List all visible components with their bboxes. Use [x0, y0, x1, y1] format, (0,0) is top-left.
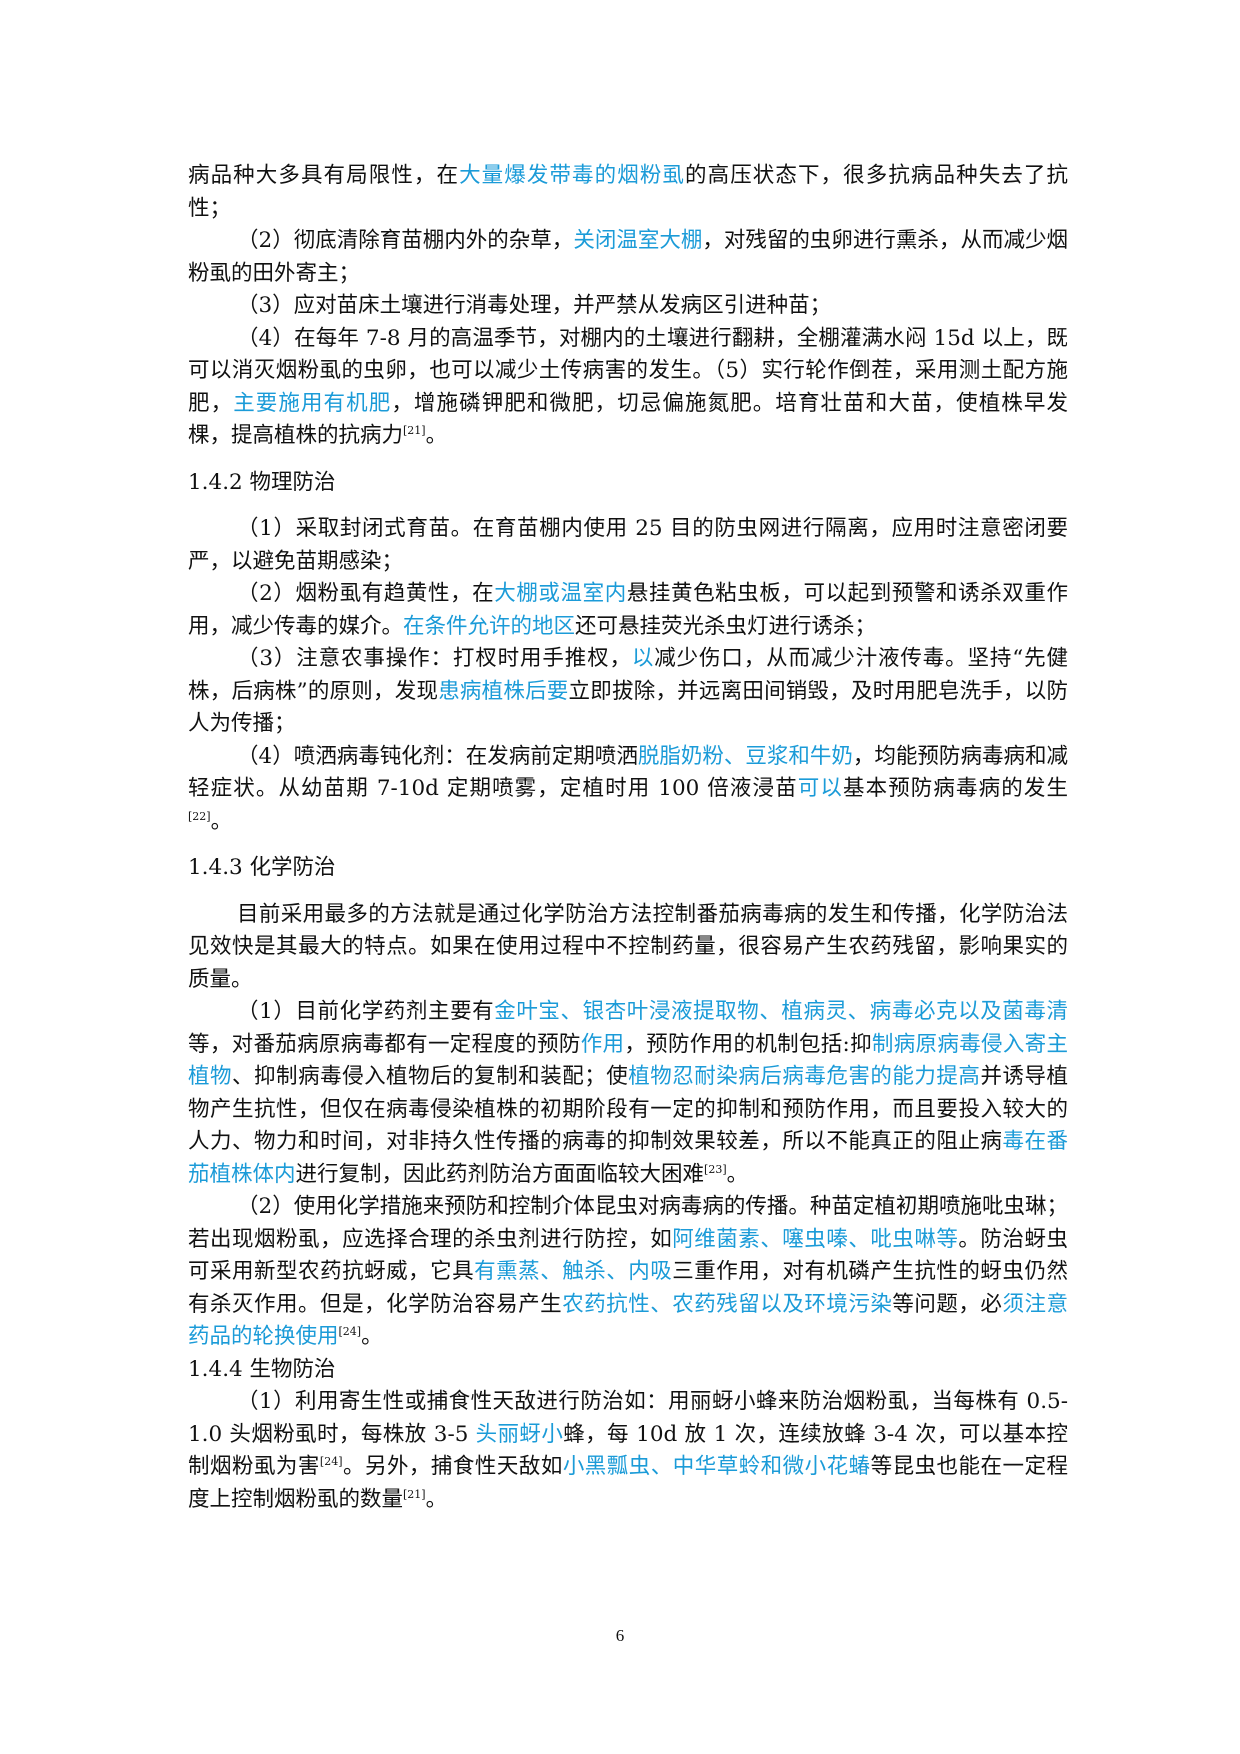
- citation: [21]: [403, 1487, 426, 1501]
- paragraph: （2）烟粉虱有趋黄性，在大棚或温室内悬挂黄色粘虫板，可以起到预警和诱杀双重作用，…: [188, 578, 1068, 643]
- text-run: ，均能预防病毒病和减轻症状。从幼苗期 7-10d 定期喷雾，定植时用 100 倍…: [188, 743, 1068, 802]
- text-run: 的高压状态下，很多抗病品种失去了抗性；: [188, 163, 1068, 221]
- text-run: 还可悬挂荧光杀虫灯进行诱杀；: [575, 613, 877, 639]
- text-run: 三重作用，对有机磷产生抗性的蚜虫仍然有杀灭作用。但是，化学防治容易产生: [188, 1259, 1068, 1317]
- text-run: 减少伤口，从而减少汁液传毒。坚持“先健株，后病株”的原则，发现: [188, 646, 1068, 704]
- text-run: （1）利用寄生性或捕食性天敌进行防治如：用丽蚜小蜂来防治烟粉虱，当每株有 0.5…: [188, 1389, 1068, 1447]
- highlighted-text: 须注意药品的轮换使用: [188, 1291, 1068, 1350]
- highlighted-text: 主要施用有机肥: [233, 390, 392, 416]
- citation: [24]: [319, 1455, 343, 1468]
- text-run: （3）应对苗床土壤进行消毒处理，并严禁从发病区引进种苗；: [237, 293, 832, 318]
- text-run: 。: [361, 1324, 383, 1349]
- text-run: （2）烟粉虱有趋黄性，在: [237, 581, 495, 606]
- text-run: 。: [425, 1486, 448, 1512]
- highlighted-text: 植物忍耐染病后病毒危害的能力提高: [628, 1064, 981, 1089]
- highlighted-text: 可以: [797, 776, 843, 801]
- highlighted-text: 在条件允许的地区: [403, 613, 576, 639]
- paragraph: 病品种大多具有局限性，在大量爆发带毒的烟粉虱的高压状态下，很多抗病品种失去了抗性…: [188, 160, 1068, 225]
- text-run: （3）注意农事操作：打杈时用手推杈，: [237, 646, 632, 671]
- highlighted-text: 关闭温室大棚: [573, 228, 703, 253]
- paragraph: 目前采用最多的方法就是通过化学防治方法控制番茄病毒病的发生和传播，化学防治法见效…: [188, 899, 1068, 997]
- text-run: 立即拔除，并远离田间销毁，及时用肥皂洗手，以防人为传播；: [188, 678, 1068, 737]
- highlighted-text: 脱脂奶粉、豆浆和牛奶: [637, 743, 853, 769]
- document-body: 病品种大多具有局限性，在大量爆发带毒的烟粉虱的高压状态下，很多抗病品种失去了抗性…: [188, 160, 1068, 1516]
- paragraph: （2）使用化学措施来预防和控制介体昆虫对病毒病的传播。种苗定植初期喷施吡虫琳；若…: [188, 1191, 1068, 1354]
- paragraph: （1）目前化学药剂主要有金叶宝、银杏叶浸液提取物、植病灵、病毒必克以及菌毒清等，…: [188, 996, 1068, 1191]
- page-number: 6: [615, 1626, 625, 1645]
- text-run: 1.4.3 化学防治: [188, 855, 336, 880]
- text-run: 病品种大多具有局限性，在: [188, 163, 460, 188]
- text-run: 。防治蚜虫可采用新型农药抗蚜威，它具: [188, 1226, 1068, 1285]
- text-run: 目前采用最多的方法就是通过化学防治方法控制番茄病毒病的发生和传播，化学防治法见效…: [188, 901, 1068, 992]
- citation: [23]: [704, 1162, 727, 1176]
- text-run: ，对残留的虫卵进行熏杀，从而减少烟粉虱的田外寄主；: [188, 228, 1068, 286]
- highlighted-text: 以: [631, 646, 655, 671]
- highlighted-text: 小黑瓢虫、中华草蛉和微小花蝽: [562, 1454, 871, 1479]
- text-run: （4）在每年 7-8 月的高温季节，对棚内的土壤进行翻耕，全棚灌满水闷 15d …: [188, 325, 1068, 416]
- text-run: 并诱导植物产生抗性，但仅在病毒侵染植株的初期阶段有一定的抑制和预防作用，而且要投…: [188, 1064, 1068, 1154]
- text-run: 。: [425, 423, 448, 448]
- text-run: （2）使用化学措施来预防和控制介体昆虫对病毒病的传播。种苗定植初期喷施吡虫琳；若…: [188, 1194, 1068, 1252]
- text-run: ，增施磷钾肥和微肥，切忌偏施氮肥。培育壮苗和大苗，使植株早发棵，提高植株的抗病力: [188, 390, 1068, 449]
- paragraph: （1）采取封闭式育苗。在育苗棚内使用 25 目的防虫网进行隔离，应用时注意密闭要…: [188, 513, 1068, 578]
- highlighted-text: 阿维菌素、噻虫嗪、吡虫啉等: [672, 1226, 959, 1252]
- text-run: 基本预防病毒病的发生: [842, 776, 1068, 801]
- text-run: 。: [210, 808, 233, 834]
- text-run: （2）彻底清除育苗棚内外的杂草，: [237, 228, 574, 253]
- paragraph: （2）彻底清除育苗棚内外的杂草，关闭温室大棚，对残留的虫卵进行熏杀，从而减少烟粉…: [188, 225, 1068, 290]
- text-run: （1）采取封闭式育苗。在育苗棚内使用 25 目的防虫网进行隔离，应用时注意密闭要…: [188, 516, 1068, 574]
- text-run: ，预防作用的机制包括:抑: [624, 1031, 872, 1057]
- text-run: 。另外，捕食性天敌如: [342, 1454, 563, 1479]
- paragraph: （1）利用寄生性或捕食性天敌进行防治如：用丽蚜小蜂来防治烟粉虱，当每株有 0.5…: [188, 1386, 1068, 1516]
- text-run: 等，对番茄病原病毒都有一定程度的预防: [188, 1031, 581, 1057]
- highlighted-text: 毒在番茄植株体内: [188, 1129, 1068, 1187]
- highlighted-text: 患病植株后要: [438, 678, 569, 704]
- highlighted-text: 大量爆发带毒的烟粉虱: [459, 163, 686, 188]
- section-heading: 1.4.4 生物防治: [188, 1354, 1068, 1387]
- text-run: 悬挂黄色粘虫板，可以起到预警和诱杀双重作用，减少传毒的媒介。: [188, 581, 1068, 639]
- text-run: （4）喷洒病毒钝化剂：在发病前定期喷洒: [237, 743, 638, 769]
- text-run: 、抑制病毒侵入植物后的复制和装配；使: [232, 1064, 629, 1089]
- paragraph: （4）在每年 7-8 月的高温季节，对棚内的土壤进行翻耕，全棚灌满水闷 15d …: [188, 323, 1068, 453]
- text-run: 蜂，每 10d 放 1 次，连续放蜂 3-4 次，可以基本控制烟粉虱为害: [188, 1421, 1068, 1480]
- section-heading: 1.4.2 物理防治: [188, 467, 1068, 500]
- highlighted-text: 大棚或温室内: [494, 581, 627, 606]
- text-run: （1）目前化学药剂主要有: [237, 999, 495, 1024]
- highlighted-text: 农药抗性、农药残留以及环境污染: [562, 1291, 893, 1317]
- highlighted-text: 有熏蒸、触杀、内吸: [474, 1259, 673, 1284]
- paragraph: （3）应对苗床土壤进行消毒处理，并严禁从发病区引进种苗；: [188, 290, 1068, 323]
- text-run: 。: [726, 1161, 749, 1187]
- highlighted-text: 制病原病毒侵入寄主植物: [188, 1031, 1068, 1090]
- section-heading: 1.4.3 化学防治: [188, 852, 1068, 885]
- text-run: 等昆虫也能在一定程度上控制烟粉虱的数量: [188, 1454, 1068, 1512]
- highlighted-text: 头丽蚜小: [475, 1421, 564, 1447]
- text-run: 1.4.4 生物防治: [188, 1356, 336, 1382]
- paragraph: （3）注意农事操作：打杈时用手推杈，以减少伤口，从而减少汁液传毒。坚持“先健株，…: [188, 643, 1068, 741]
- paragraph: （4）喷洒病毒钝化剂：在发病前定期喷洒脱脂奶粉、豆浆和牛奶，均能预防病毒病和减轻…: [188, 741, 1068, 839]
- text-run: 等问题，必: [892, 1291, 1003, 1317]
- citation: [22]: [188, 809, 211, 823]
- highlighted-text: 金叶宝、银杏叶浸液提取物、植病灵、病毒必克以及菌毒清: [494, 999, 1068, 1024]
- text-run: 进行复制，因此药剂防治方面面临较大困难: [295, 1161, 705, 1187]
- highlighted-text: 作用: [580, 1031, 625, 1057]
- citation: [21]: [403, 424, 426, 437]
- text-run: 1.4.2 物理防治: [188, 469, 336, 495]
- citation: [24]: [338, 1325, 362, 1338]
